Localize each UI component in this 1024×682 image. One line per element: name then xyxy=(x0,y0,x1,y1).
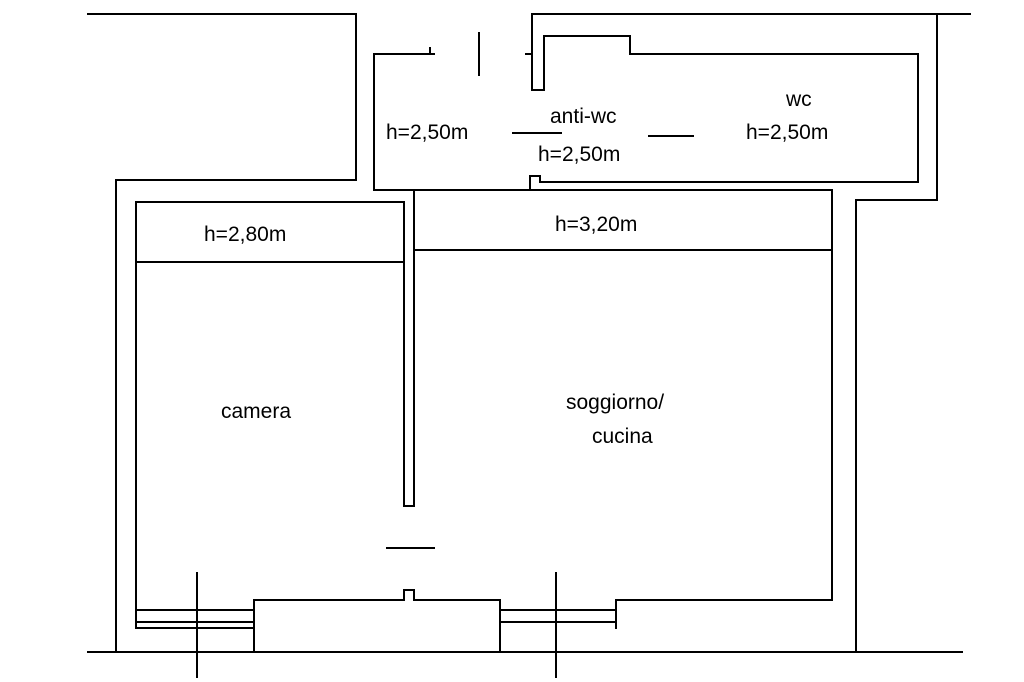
soggiorno-height: h=3,20m xyxy=(555,213,638,236)
front-wall-center xyxy=(403,589,501,651)
anti-wc-room-name: anti-wc xyxy=(550,105,617,128)
anti-wc-left-height: h=2,50m xyxy=(386,121,469,144)
outer-wall-top-right xyxy=(531,13,971,89)
soggiorno-room-name-line1: soggiorno/ xyxy=(566,391,665,414)
bathroom-wall xyxy=(373,35,919,191)
soggiorno-room-name-line2: cucina xyxy=(592,425,653,448)
interior-partition xyxy=(403,189,415,507)
camera-wall xyxy=(135,201,405,629)
window-right xyxy=(499,609,617,623)
outer-wall-right xyxy=(855,13,938,651)
camera-height: h=2,80m xyxy=(204,223,287,246)
bathroom-door-jamb-left xyxy=(427,47,435,55)
wc-height: h=2,50m xyxy=(746,121,829,144)
outer-wall-top-left xyxy=(87,13,357,651)
wc-room-name: wc xyxy=(786,88,812,111)
anti-wc-height: h=2,50m xyxy=(538,143,621,166)
camera-room-name: camera xyxy=(221,400,292,423)
